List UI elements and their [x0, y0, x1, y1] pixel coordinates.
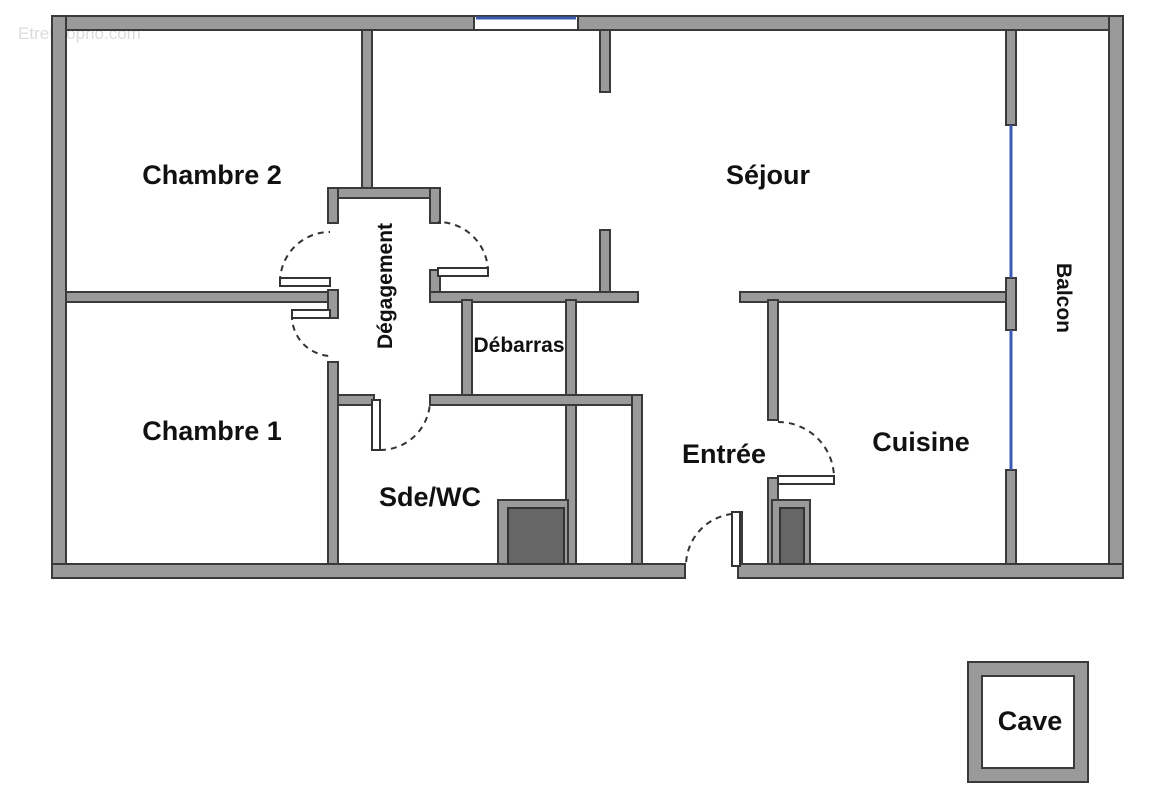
wall-chambres-divider [65, 291, 335, 303]
wall-degagement-top [327, 187, 441, 199]
wall-sejour-bottom-right [739, 291, 1009, 303]
label-cave: Cave [998, 706, 1063, 736]
doors [279, 221, 835, 567]
wall-top [51, 15, 1124, 31]
wall-sejour-stub-top [599, 29, 611, 93]
top-window [473, 15, 579, 31]
wall-left [51, 15, 67, 579]
label-degagement: Dégagement [374, 223, 397, 349]
interior-walls [65, 29, 1017, 565]
label-chambre1: Chambre 1 [142, 416, 282, 446]
wall-entree-left [631, 394, 643, 565]
wall-degagement-top-right-stub [429, 187, 441, 224]
wall-sejour-stub-bottom [599, 229, 611, 293]
door-chambre1 [291, 309, 331, 319]
wall-balcon-bottom [1005, 469, 1017, 565]
wall-sde-top-right [429, 394, 643, 406]
label-sde-wc: Sde/WC [379, 482, 481, 512]
wall-bottom-right [737, 563, 1124, 579]
wall-right [1108, 15, 1124, 579]
wall-degagement-top-left-stub [327, 187, 339, 224]
ducts [497, 499, 811, 565]
wall-debarras-left [461, 299, 473, 396]
wall-degagement-left-low [327, 361, 339, 565]
wall-sejour-bottom-left [429, 291, 639, 303]
label-debarras: Débarras [473, 334, 564, 357]
outer-walls [51, 15, 1124, 579]
wall-chambre2-right [361, 29, 373, 197]
room-labels: Chambre 2 Séjour Dégagement Balcon Débar… [142, 160, 1075, 736]
wall-bottom-left [51, 563, 686, 579]
label-cuisine: Cuisine [872, 427, 970, 457]
label-balcon: Balcon [1052, 263, 1075, 333]
cave-box [967, 661, 1089, 783]
label-entree: Entrée [682, 439, 766, 469]
door-sde [371, 399, 381, 451]
wall-debarras-right [565, 299, 577, 565]
duct-cuisine [779, 507, 805, 565]
wall-sde-top-left [337, 394, 375, 406]
wall-cuisine-left-top [767, 299, 779, 421]
duct-sde [507, 507, 565, 565]
wall-balcon-top [1005, 29, 1017, 126]
door-cuisine [777, 475, 835, 485]
wall-balcon-mid [1005, 277, 1017, 331]
label-sejour: Séjour [726, 160, 811, 190]
label-chambre2: Chambre 2 [142, 160, 282, 190]
wall-degagement-left-mid [327, 289, 339, 319]
door-sejour [437, 267, 489, 277]
door-entree [731, 511, 741, 567]
door-chambre2 [279, 277, 331, 287]
